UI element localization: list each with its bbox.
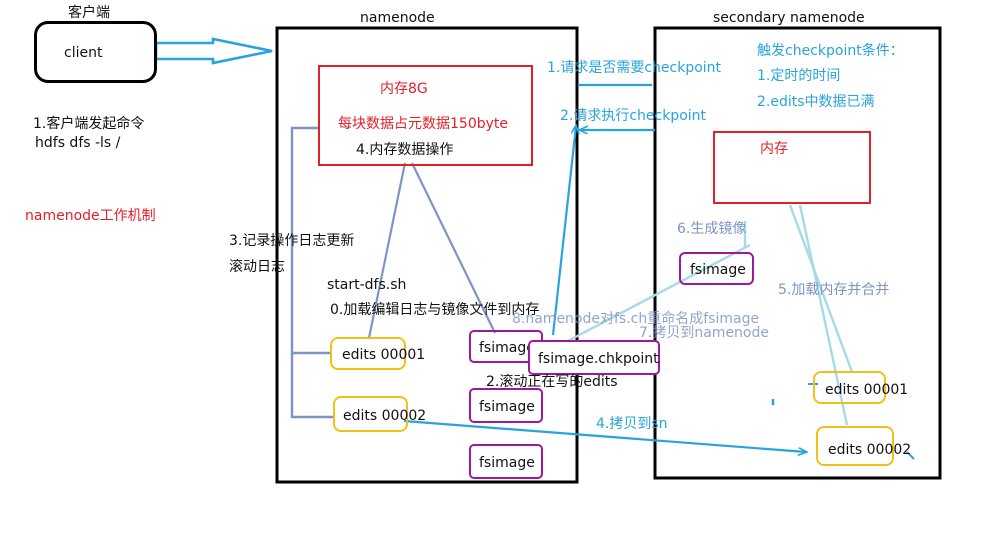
load-merge-step: 5.加载内存并合并 bbox=[778, 282, 890, 298]
trigger-condition-1: 1.定时的时间 bbox=[757, 68, 841, 84]
copy-to-namenode-label: 7.拷贝到namenode bbox=[639, 325, 769, 341]
copy-to-sn-label: 4.拷贝到sn bbox=[596, 416, 668, 432]
copy-to-sn-arrow bbox=[403, 419, 806, 452]
client-request-arrow bbox=[154, 37, 273, 65]
chkpoint-box: fsimage.chkpoint bbox=[528, 340, 660, 375]
namenode-fsimage3-label: fsimage bbox=[479, 455, 535, 471]
load-edits-line bbox=[367, 162, 407, 339]
start-command: start-dfs.sh bbox=[327, 277, 407, 293]
namenode-edits1-label: edits 00001 bbox=[342, 347, 426, 363]
secondary-edits1-box: edits 00001 bbox=[813, 371, 908, 404]
trigger-condition-2: 2.edits中数据已满 bbox=[757, 94, 875, 110]
secondary-edits2-label: edits 00002 bbox=[828, 442, 912, 458]
do-checkpoint-label: 2.请求执行checkpoint bbox=[560, 108, 707, 124]
secondary-edits2-box: edits 00002 bbox=[816, 426, 911, 466]
namenode-fsimage3-box: fsimage bbox=[469, 444, 543, 479]
secondary-frame bbox=[653, 26, 942, 480]
namenode-edits1-box: edits 00001 bbox=[330, 337, 425, 370]
command-step-line1: 1.客户端发起命令 bbox=[33, 116, 145, 132]
chkpoint-label: fsimage.chkpoint bbox=[538, 351, 659, 367]
namenode-memory-op: 4.内存数据操作 bbox=[356, 142, 454, 158]
load-fsimage-line bbox=[411, 162, 496, 334]
client-side-title: 客户端 bbox=[68, 5, 110, 21]
secondary-title: secondary namenode bbox=[713, 10, 865, 26]
namenode-edits2-label: edits 00002 bbox=[343, 408, 427, 424]
log-bracket-line bbox=[290, 126, 333, 419]
secondary-fsimage-box: fsimage bbox=[679, 252, 754, 285]
diagram-caption: namenode工作机制 bbox=[25, 208, 156, 224]
rename-label: 8.namenode对fs.ch重命名成fsimage bbox=[512, 311, 760, 327]
gen-image-step: 6.生成镜像 bbox=[677, 221, 747, 237]
client-label: client bbox=[64, 45, 103, 61]
ask-checkpoint-label: 1.请求是否需要checkpoint bbox=[547, 60, 722, 76]
merge-edits2-line bbox=[798, 204, 849, 426]
roll-edits-arrow bbox=[551, 126, 576, 336]
namenode-fsimage2-box: fsimage bbox=[469, 388, 543, 423]
namenode-edits2-box: edits 00002 bbox=[333, 396, 426, 432]
copy-to-namenode-line bbox=[565, 243, 751, 344]
secondary-memory-box: 内存 bbox=[713, 131, 871, 204]
merge-edits1-line bbox=[788, 204, 854, 373]
trigger-title: 触发checkpoint条件： bbox=[757, 43, 904, 59]
log-step-line1: 3.记录操作日志更新 bbox=[229, 233, 355, 249]
namenode-title: namenode bbox=[360, 10, 435, 26]
secondary-fsimage-label: fsimage bbox=[690, 262, 746, 278]
namenode-frame bbox=[275, 26, 579, 484]
namenode-fsimage1-label: fsimage bbox=[479, 340, 535, 356]
client-box: client bbox=[34, 21, 157, 83]
roll-step: 2.滚动正在写的edits bbox=[486, 374, 618, 390]
namenode-memory-note: 每块数据占元数据150byte bbox=[338, 116, 508, 132]
command-step-line2: hdfs dfs -ls / bbox=[35, 135, 121, 151]
secondary-edits1-label: edits 00001 bbox=[825, 382, 909, 398]
edits-tail-mark bbox=[906, 451, 915, 460]
log-step-line2: 滚动日志 bbox=[229, 259, 285, 275]
load-step: 0.加载编辑日志与镜像文件到内存 bbox=[330, 302, 540, 318]
secondary-memory-title: 内存 bbox=[760, 141, 788, 157]
namenode-memory-title: 内存8G bbox=[380, 81, 428, 97]
namenode-memory-box: 内存8G 每块数据占元数据150byte 4.内存数据操作 bbox=[318, 65, 533, 166]
namenode-fsimage2-label: fsimage bbox=[479, 399, 535, 415]
